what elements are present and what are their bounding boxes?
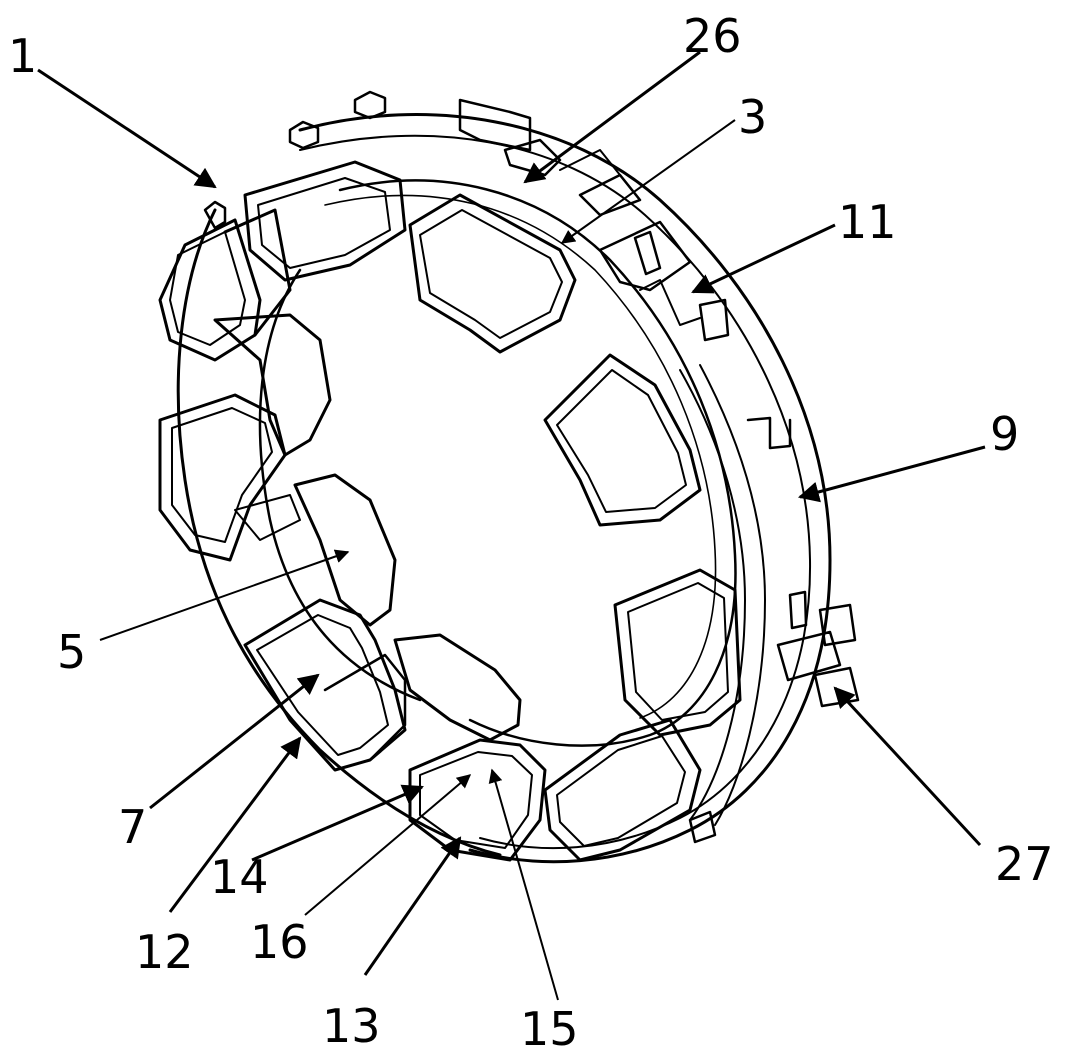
- label-15: 15: [520, 1002, 579, 1056]
- arrow-11: [691, 223, 836, 294]
- label-16: 16: [250, 915, 309, 969]
- arrow-5: [99, 549, 350, 641]
- ring-body: [176, 113, 832, 864]
- label-14: 14: [210, 850, 269, 904]
- label-12: 12: [135, 925, 194, 979]
- label-5: 5: [57, 625, 86, 679]
- arrow-1: [37, 68, 217, 189]
- clip-top: [408, 193, 577, 354]
- arrow-27: [833, 686, 982, 847]
- arrow-9: [797, 445, 986, 503]
- bottom-tabs: [688, 810, 717, 844]
- arrow-26: [523, 50, 701, 184]
- reference-labels: 1 26 3 11 9 5 7 12 14 16 13 15 27: [8, 9, 1054, 1056]
- right-tabs: [598, 220, 860, 708]
- arrow-16: [304, 774, 472, 916]
- clip-top-left-1: [158, 208, 292, 362]
- label-7: 7: [118, 800, 147, 854]
- top-tabs: [203, 90, 642, 230]
- label-1: 1: [8, 29, 37, 83]
- label-26: 26: [683, 9, 742, 63]
- label-11: 11: [838, 195, 897, 249]
- clip-right-2: [613, 568, 742, 737]
- label-27: 27: [995, 837, 1054, 891]
- label-13: 13: [322, 999, 381, 1053]
- arrow-12: [168, 736, 302, 913]
- clip-top-left-2: [243, 160, 407, 282]
- label-9: 9: [990, 407, 1019, 461]
- arrow-3: [560, 119, 736, 244]
- clip-bottom-left: [243, 598, 407, 772]
- arrow-13: [363, 836, 462, 976]
- clip-bottom-right: [543, 718, 702, 862]
- clip-bottom: [393, 633, 547, 862]
- label-3: 3: [738, 90, 767, 144]
- arrow-7: [149, 673, 320, 810]
- clip-right-1: [543, 353, 702, 527]
- arrow-15: [488, 768, 559, 1001]
- arrow-14: [251, 784, 424, 862]
- leader-arrows: [37, 50, 986, 1001]
